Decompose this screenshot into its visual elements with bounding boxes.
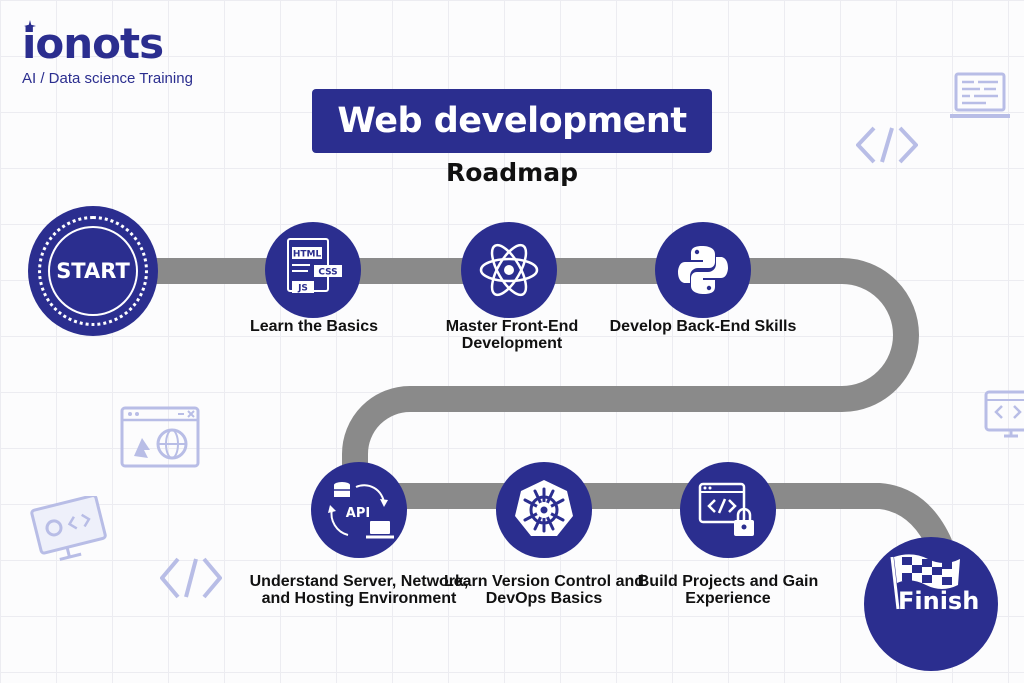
finish-node: Finish [864,537,998,671]
python-icon [678,246,728,294]
react-atom-icon [479,243,539,297]
brand-name: ionots [22,19,164,68]
step-label-devops: Learn Version Control and DevOps Basics [443,573,645,607]
monitor-settings-icon [30,496,107,561]
start-inner-ring [48,226,138,316]
checkered-flag-icon [890,554,960,610]
step-node-devops [496,462,592,558]
step-label-frontend: Master Front-End Development [445,318,579,352]
step-node-projects [680,462,776,558]
html-css-js-icon: HTML CSS JS [287,238,342,294]
code-tag-icon [856,126,918,164]
start-node: START [28,206,158,336]
browser-globe-icon [120,406,200,468]
brand-tagline: AI / Data science Training [22,70,193,87]
tag-css: CSS [318,268,337,278]
tag-api: API [346,506,370,521]
code-window-lock-icon [698,482,754,536]
step-label-backend: Develop Back-End Skills [609,318,797,335]
step-label-server: Understand Server, Network, and Hosting … [249,573,469,607]
step-node-server: API [311,462,407,558]
finish-label: Finish [898,587,980,615]
step-node-frontend [461,222,557,318]
laptop-code-icon [950,72,1010,118]
start-label: START [56,259,130,283]
step-node-basics: HTML CSS JS [265,222,361,318]
monitor-code-icon [984,390,1024,438]
step-label-projects: Build Projects and Gain Experience [637,573,819,607]
sparkle-icon [24,20,36,32]
tag-html: HTML [293,250,322,260]
kubernetes-helm-icon [515,480,573,536]
api-server-icon: API [328,482,394,539]
code-tag-icon-small [160,557,222,599]
start-dotted-ring [38,216,148,326]
tag-js: JS [297,284,308,294]
step-node-backend [655,222,751,318]
page-title: Web development [312,89,712,153]
brand-logo: ionots AI / Data science Training [22,19,193,88]
page-subtitle: Roadmap [445,158,578,187]
step-label-basics: Learn the Basics [249,318,379,335]
